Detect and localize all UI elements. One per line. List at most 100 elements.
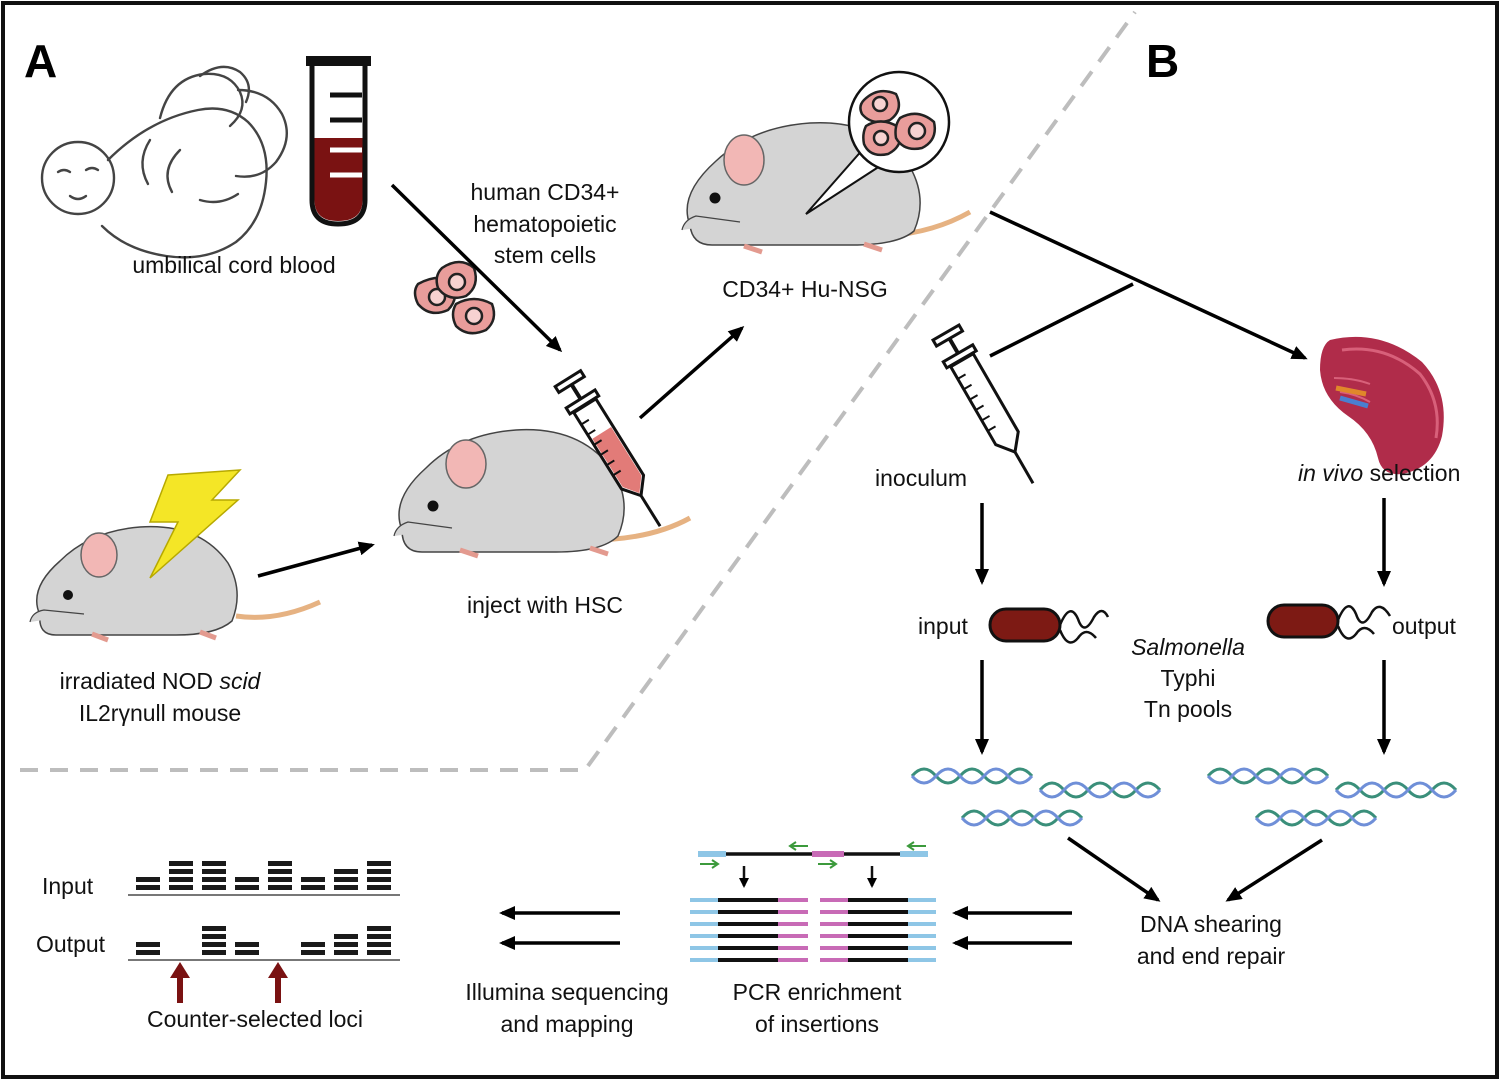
output-bar-segment: [301, 942, 325, 947]
hsc-label-line1: human CD34+: [470, 179, 620, 205]
input-bar-segment: [136, 885, 160, 890]
counter-selected-arrows: [170, 962, 288, 1003]
input-bar-segment: [268, 877, 292, 882]
mouse-label-line1: irradiated NOD scid: [20, 666, 300, 697]
output-bar-segment: [136, 942, 160, 947]
counter-selected-label: Counter-selected loci: [146, 1006, 364, 1032]
input-bar-segment: [367, 861, 391, 866]
input-bar-segment: [202, 885, 226, 890]
output-bar-segment: [367, 942, 391, 947]
pcr-label-line2: of insertions: [754, 1011, 879, 1037]
output-label: output: [1392, 613, 1456, 639]
input-bar-segment: [235, 877, 259, 882]
input-bars: [136, 861, 391, 890]
input-bar-segment: [268, 869, 292, 874]
in-vivo-label: in vivo selection: [1298, 458, 1460, 489]
input-bacterium-icon: [988, 607, 1110, 644]
output-bar-segment: [202, 942, 226, 947]
mouse-label-plain: irradiated NOD: [59, 668, 220, 694]
pcr-enrichment-icon: [690, 841, 936, 962]
typhi-label: Typhi: [1160, 665, 1216, 691]
output-bar-segment: [301, 950, 325, 955]
dna-label-line2: and end repair: [1136, 943, 1286, 969]
read-count-plot: [128, 861, 400, 1003]
output-bar-segment: [202, 934, 226, 939]
panel-b-branch-arrows: [989, 210, 1308, 360]
panel-divider: [20, 10, 1137, 772]
input-bar-segment: [268, 885, 292, 890]
input-bar-segment: [268, 861, 292, 866]
output-bar-segment: [235, 950, 259, 955]
input-bar-segment: [202, 861, 226, 866]
inoculum-syringe-icon: [930, 322, 1035, 484]
output-dna-fragments-icon: [1206, 767, 1458, 827]
baby-icon: [40, 65, 288, 259]
shearing-arrows: [1067, 836, 1323, 902]
irradiated-mouse-icon: [29, 525, 322, 643]
output-bar-segment: [334, 942, 358, 947]
panel-label-a: A: [24, 35, 58, 87]
input-bar-segment: [334, 885, 358, 890]
lightning-icon: [148, 469, 242, 579]
panel-label-b: B: [1146, 35, 1180, 87]
input-label: input: [918, 613, 968, 639]
output-bacterium-icon: [1266, 603, 1392, 640]
hsc-cells-icon: [413, 260, 496, 335]
input-bar-segment: [301, 885, 325, 890]
input-bar-segment: [367, 885, 391, 890]
input-bar-segment: [136, 877, 160, 882]
output-bar-segment: [334, 950, 358, 955]
input-bar-segment: [202, 869, 226, 874]
pcr-label-line1: PCR enrichment: [732, 979, 902, 1005]
kidney-icon: [1320, 336, 1444, 475]
output-bars: [136, 926, 391, 955]
blood-tube-icon: [306, 56, 371, 227]
pcr-arrows: [952, 906, 1072, 950]
injected-mouse-icon: [393, 428, 692, 559]
output-bar-segment: [235, 942, 259, 947]
output-bar-segment: [202, 950, 226, 955]
output-bar-segment: [367, 934, 391, 939]
panel-b-flow-arrows: [975, 498, 1391, 755]
input-bar-segment: [202, 877, 226, 882]
sequencing-arrows: [499, 906, 620, 950]
output-bar-segment: [334, 934, 358, 939]
input-dna-fragments-icon: [910, 767, 1162, 827]
panel-a-arrows: [257, 183, 745, 578]
input-bar-segment: [169, 861, 193, 866]
input-bar-segment: [235, 885, 259, 890]
hu-nsg-mouse-icon: [681, 70, 972, 255]
mouse-label-line2: IL2rγnull mouse: [78, 700, 242, 726]
output-bar-segment: [367, 926, 391, 931]
hsc-label-line3: stem cells: [493, 242, 597, 268]
plot-output-label: Output: [36, 931, 106, 957]
input-bar-segment: [334, 877, 358, 882]
plot-input-label: Input: [42, 873, 94, 899]
output-bar-segment: [367, 950, 391, 955]
output-bar-segment: [136, 950, 160, 955]
hu-nsg-label: CD34+ Hu-NSG: [722, 276, 888, 302]
tn-pools-label: Tn pools: [1143, 696, 1233, 722]
dna-label-line1: DNA shearing: [1140, 911, 1282, 937]
in-vivo-rest: selection: [1363, 460, 1461, 486]
input-bar-segment: [367, 877, 391, 882]
input-bar-segment: [367, 869, 391, 874]
input-bar-segment: [169, 869, 193, 874]
output-bar-segment: [202, 926, 226, 931]
cord-blood-label: umbilical cord blood: [132, 252, 336, 278]
salmonella-label: Salmonella: [1131, 634, 1245, 660]
inoculum-label: inoculum: [875, 465, 968, 491]
inject-label: inject with HSC: [467, 592, 623, 618]
input-bar-segment: [334, 869, 358, 874]
input-bar-segment: [169, 885, 193, 890]
input-bar-segment: [301, 877, 325, 882]
illumina-label-line1: Illumina sequencing: [465, 979, 669, 1005]
input-bar-segment: [169, 877, 193, 882]
illumina-label-line2: and mapping: [500, 1011, 634, 1037]
in-vivo-italic: in vivo: [1298, 460, 1364, 486]
hsc-label-line2: hematopoietic: [473, 211, 617, 237]
mouse-label-italic: scid: [219, 668, 261, 694]
hsc-syringe-icon: [553, 368, 662, 527]
